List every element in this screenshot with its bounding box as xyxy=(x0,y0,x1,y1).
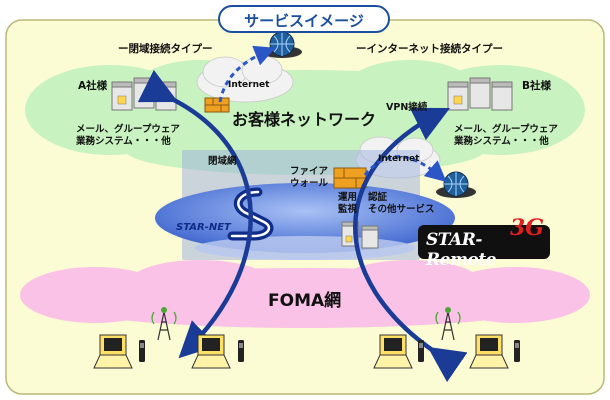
closed-network-label: 閉域網 xyxy=(208,156,237,167)
firewall-icon xyxy=(204,97,230,113)
server-icon xyxy=(447,77,513,111)
internet-connection-heading: ーインターネット接続タイプー xyxy=(356,43,503,55)
internet-label-top: Internet xyxy=(228,80,270,90)
firewall-icon xyxy=(333,167,367,189)
star-net-label: STAR-NET xyxy=(176,222,231,233)
server-icon xyxy=(111,77,177,111)
vpn-label: VPN接続 xyxy=(386,102,428,113)
laptop-icon xyxy=(93,334,133,369)
company-a-desc-line2: 業務システム・・・他 xyxy=(76,136,171,147)
arrow-mobile-to-b xyxy=(353,107,468,383)
ops-label-line2: 監視 xyxy=(338,204,358,215)
auth-label-line1: 認証 xyxy=(368,192,388,203)
auth-label-line2: その他サービス xyxy=(368,204,435,215)
mobile-phone-icon xyxy=(514,340,520,362)
company-b-name: B社様 xyxy=(522,80,552,92)
closed-connection-heading: ー閉域接続タイプー xyxy=(118,43,213,55)
antenna-icon xyxy=(435,307,461,341)
ops-label-line1: 運用 xyxy=(338,192,358,203)
firewall-label-line1: ファイア xyxy=(290,166,329,177)
internet-label-right: Internet xyxy=(378,154,420,164)
star-remote-logo: STAR-Remote 3G xyxy=(418,215,550,270)
dashed-arrow-internet-top xyxy=(218,45,276,103)
firewall-label-line2: ウォール xyxy=(290,178,329,189)
mobile-phone-icon xyxy=(418,340,424,362)
mobile-phone-icon xyxy=(139,340,145,362)
star-remote-label: STAR-Remote xyxy=(426,230,496,270)
company-b-desc-line2: 業務システム・・・他 xyxy=(454,136,549,147)
laptop-icon xyxy=(469,334,509,369)
mobile-phone-icon xyxy=(238,340,244,362)
page-title: サービスイメージ xyxy=(218,5,390,33)
star-net-logo-icon xyxy=(227,187,274,241)
foma-network-label: FOMA網 xyxy=(268,291,342,311)
star-remote-3g-label: 3G xyxy=(510,215,545,241)
company-b-desc-line1: メール、グループウェア xyxy=(454,124,558,135)
laptop-icon xyxy=(191,334,231,369)
laptop-icon xyxy=(373,334,413,369)
internet-cloud-top xyxy=(196,55,294,103)
company-a-name: A社様 xyxy=(78,80,108,92)
company-a-desc-line1: メール、グループウェア xyxy=(76,124,180,135)
arrow-a-to-mobile xyxy=(137,69,253,359)
customer-network-label: お客様ネットワーク xyxy=(232,110,377,129)
antenna-icon xyxy=(151,307,177,341)
dashed-arrow-internet-right xyxy=(363,155,447,182)
